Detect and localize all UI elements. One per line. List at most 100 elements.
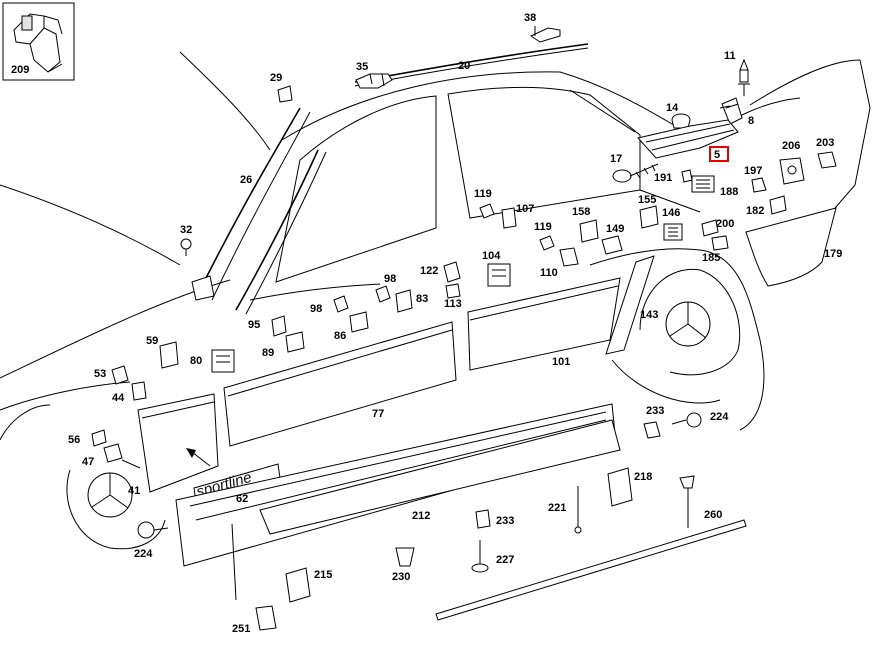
- label-158: 158: [572, 206, 590, 218]
- label-14: 14: [666, 102, 679, 114]
- label-206: 206: [782, 140, 800, 152]
- inset-209: [2, 2, 75, 81]
- part-53: [111, 365, 129, 385]
- part-35-clip: [355, 73, 393, 89]
- label-119a: 119: [474, 188, 492, 200]
- label-26: 26: [240, 174, 252, 186]
- part-122: [443, 261, 461, 283]
- part-233a: [643, 421, 661, 439]
- part-182: [769, 195, 787, 215]
- label-197: 197: [744, 165, 762, 177]
- label-110: 110: [540, 267, 558, 279]
- label-191: 191: [654, 172, 672, 184]
- part-149: [601, 235, 623, 255]
- part-11-screw: [738, 58, 750, 96]
- label-20: 20: [458, 60, 470, 72]
- label-260: 260: [704, 509, 722, 521]
- part-56: [91, 429, 107, 447]
- part-86: [349, 311, 369, 333]
- part-41-fender-molding: [137, 393, 219, 493]
- label-221: 221: [548, 502, 566, 514]
- label-77: 77: [372, 408, 384, 420]
- label-44: 44: [112, 392, 125, 404]
- part-221-pin: [574, 486, 582, 534]
- label-185: 185: [702, 252, 720, 264]
- part-191: [681, 169, 693, 183]
- rear-wheel-star: [639, 268, 741, 376]
- label-182: 182: [746, 205, 764, 217]
- label-188: 188: [720, 186, 738, 198]
- part-14-cap: [671, 113, 691, 129]
- label-11: 11: [724, 50, 736, 62]
- label-119b: 119: [534, 221, 552, 233]
- label-104: 104: [482, 250, 501, 262]
- label-35: 35: [356, 61, 368, 73]
- part-113: [445, 283, 461, 299]
- part-146: [663, 223, 683, 241]
- part-155: [639, 205, 659, 229]
- front-wheel-star: [66, 469, 166, 550]
- part-227-screw: [471, 540, 489, 573]
- label-83: 83: [416, 293, 428, 305]
- part-101-rear-door-molding: [467, 277, 621, 371]
- part-98b: [333, 295, 349, 313]
- label-122: 122: [420, 265, 438, 277]
- part-47: [103, 443, 123, 463]
- part-5-highlight: [709, 146, 729, 162]
- label-212: 212: [412, 510, 430, 522]
- label-89: 89: [262, 347, 274, 359]
- part-29-clip: [277, 85, 293, 103]
- label-224a: 224: [710, 411, 729, 423]
- label-230: 230: [392, 571, 410, 583]
- label-209: 209: [11, 64, 29, 76]
- part-218: [607, 467, 633, 507]
- part-215: [285, 567, 311, 603]
- label-53: 53: [94, 368, 106, 380]
- part-44: [131, 381, 147, 401]
- part-197: [751, 177, 767, 193]
- label-86: 86: [334, 330, 346, 342]
- part-107: [501, 207, 517, 229]
- part-17-screw: [612, 163, 659, 183]
- part-98a: [375, 285, 391, 303]
- callout-labels: 209 38 20 35 29 11 14 8 5 26 206 203 17 …: [11, 12, 842, 635]
- label-251: 251: [232, 623, 250, 635]
- part-224b-bolt: [137, 521, 169, 539]
- part-260-strip: [435, 519, 747, 621]
- part-185: [711, 235, 729, 251]
- label-17: 17: [610, 153, 622, 165]
- label-233b: 233: [496, 515, 514, 527]
- label-155: 155: [638, 194, 656, 206]
- label-98b: 98: [310, 303, 322, 315]
- arrow-to-badge: [186, 448, 211, 467]
- label-200: 200: [716, 218, 734, 230]
- label-29: 29: [270, 72, 282, 84]
- part-230: [395, 547, 415, 567]
- label-62: 62: [236, 493, 248, 505]
- label-47: 47: [82, 456, 94, 468]
- label-203: 203: [816, 137, 834, 149]
- part-104: [487, 263, 511, 287]
- label-56: 56: [68, 434, 80, 446]
- car-body-outline: [0, 51, 871, 441]
- label-143: 143: [640, 309, 658, 321]
- part-77-front-door-molding: [223, 321, 457, 447]
- part-203: [817, 151, 837, 169]
- label-8: 8: [748, 115, 754, 127]
- part-233b: [475, 509, 491, 529]
- label-224b: 224: [134, 548, 153, 560]
- part-119b: [539, 235, 555, 251]
- part-5-fender-trim: [637, 119, 739, 159]
- label-95: 95: [248, 319, 260, 331]
- part-224a-bolt: [671, 412, 702, 428]
- label-179: 179: [824, 248, 842, 260]
- label-227: 227: [496, 554, 514, 566]
- part-179-panel: [745, 207, 837, 287]
- part-143-pillar: [605, 255, 655, 355]
- label-233a: 233: [646, 405, 664, 417]
- part-206: [779, 157, 805, 185]
- part-200: [701, 219, 719, 237]
- part-8-clip: [721, 97, 743, 125]
- label-98a: 98: [384, 273, 396, 285]
